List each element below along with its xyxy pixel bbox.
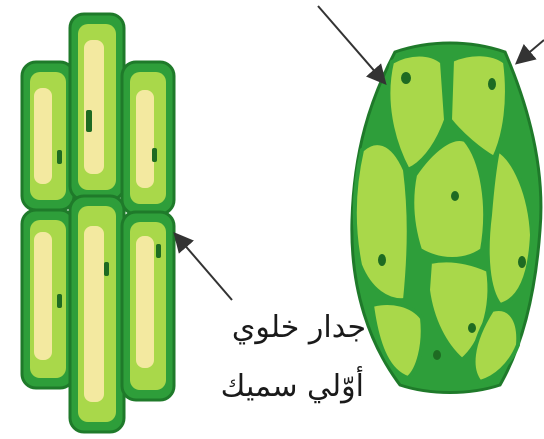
cell-wall-label-line1: جدار خلوي <box>232 313 366 343</box>
elongated-cell <box>122 62 174 214</box>
elongated-cell <box>122 212 174 400</box>
arrow-pointer <box>176 235 232 300</box>
polygonal-cell-group <box>352 43 541 393</box>
elongated-cell <box>70 14 124 200</box>
elongated-cell <box>22 62 74 210</box>
elongated-cell <box>70 196 124 432</box>
arrow-pointer <box>518 40 544 62</box>
cell-wall-label-line2: أوّلي سميك <box>221 372 364 402</box>
arrow-pointer <box>318 6 384 82</box>
elongated-cell-group <box>22 14 174 432</box>
elongated-cell <box>22 210 74 388</box>
